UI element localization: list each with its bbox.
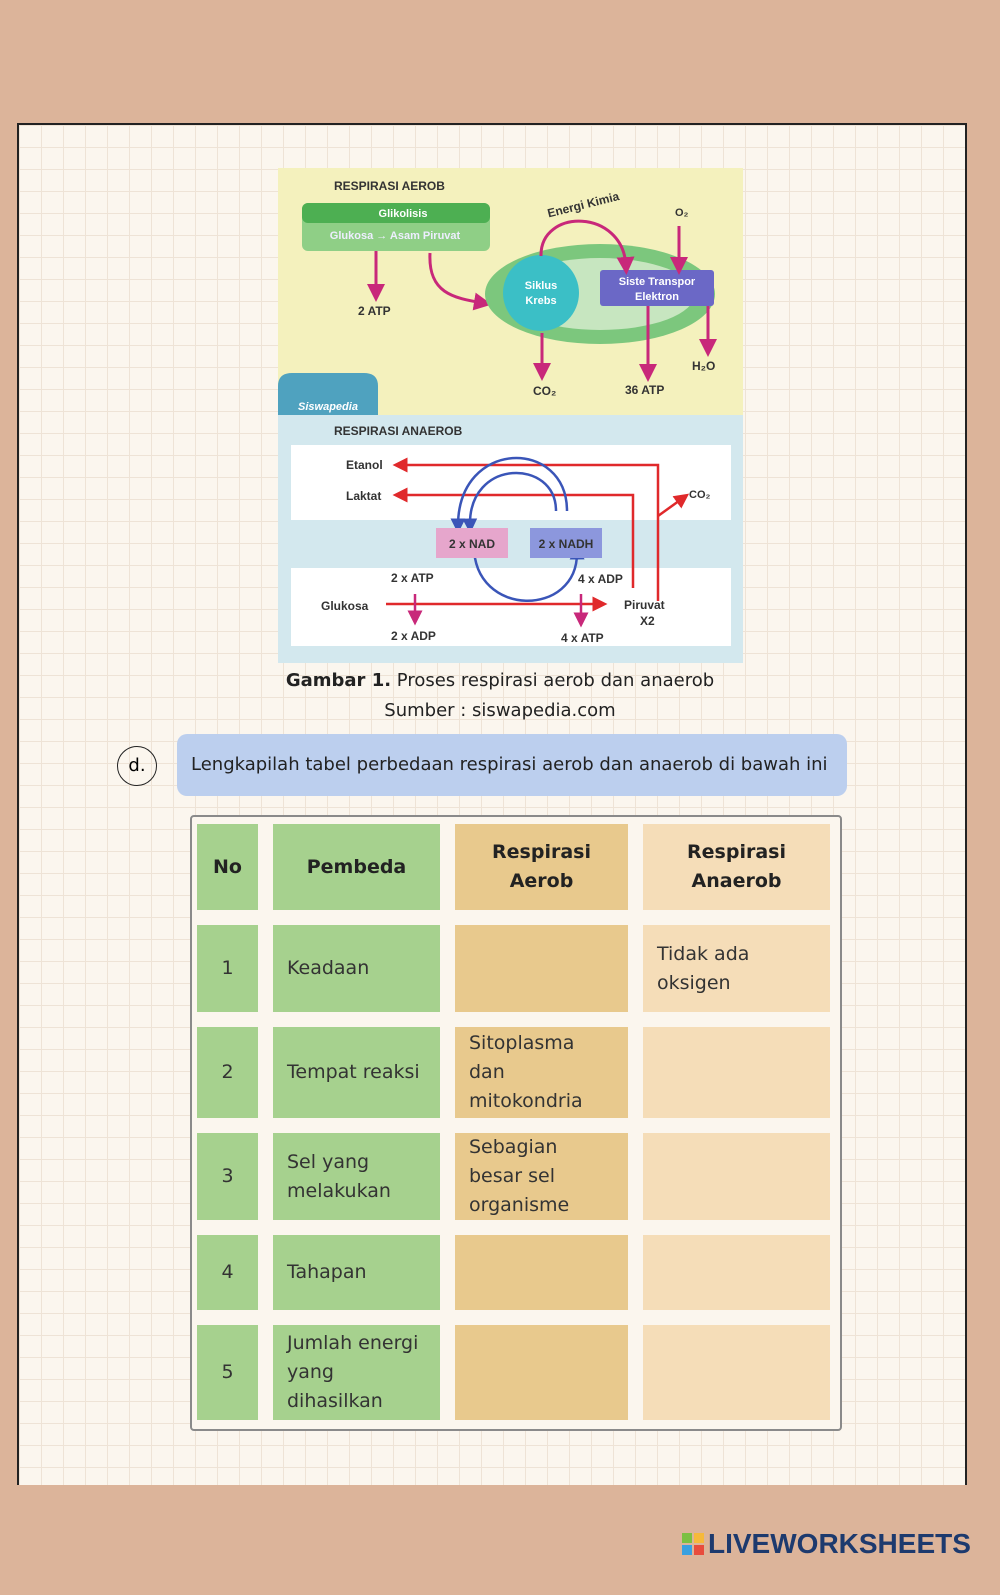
o2-label: O₂ [675, 207, 689, 219]
instruction-banner: Lengkapilah tabel perbedaan respirasi ae… [177, 734, 847, 796]
ste-label-2: Elektron [635, 291, 679, 303]
respiration-diagram: RESPIRASI AEROB Glikolisis Glukosa → Asa… [278, 168, 743, 663]
glukosa-label: Glukosa [321, 599, 369, 613]
cell-pembeda: Tahapan [273, 1235, 440, 1310]
co2-label: CO₂ [533, 384, 556, 398]
cell-anaerob[interactable] [643, 1027, 830, 1118]
cell-no: 4 [197, 1235, 258, 1310]
cell-aerob[interactable] [455, 925, 628, 1012]
anaerob-title: RESPIRASI ANAEROB [334, 424, 463, 438]
caption-text: Proses respirasi aerob dan anaerob [391, 670, 715, 691]
adp2x-label: 2 x ADP [391, 629, 436, 643]
header-no: No [197, 824, 258, 910]
ste-label-1: Siste Transpor [619, 276, 696, 288]
header-pembeda: Pembeda [273, 824, 440, 910]
cell-anaerob[interactable] [643, 1133, 830, 1220]
glikolisis-label: Glikolisis [379, 208, 428, 220]
cell-pembeda: Jumlah energi yang dihasilkan [273, 1325, 440, 1420]
liveworksheets-logo[interactable]: LIVEWORKSHEETS [682, 1528, 971, 1560]
cell-no: 2 [197, 1027, 258, 1118]
question-marker: d. [117, 746, 157, 786]
siklus-label: Siklus [525, 280, 557, 292]
header-aerob: Respirasi Aerob [455, 824, 628, 910]
header-anaerob: Respirasi Anaerob [643, 824, 830, 910]
logo-icon [682, 1533, 704, 1555]
atp2x-label: 2 x ATP [391, 571, 434, 585]
figure-caption: Gambar 1. Proses respirasi aerob dan ana… [0, 670, 1000, 691]
krebs-label: Krebs [525, 295, 556, 307]
laktat-label: Laktat [346, 489, 381, 503]
nad-label: 2 x NAD [449, 537, 495, 551]
cell-pembeda: Tempat reaksi [273, 1027, 440, 1118]
co2-anaerob-label: CO₂ [689, 489, 711, 501]
cell-no: 5 [197, 1325, 258, 1420]
cell-no: 3 [197, 1133, 258, 1220]
figure-source: Sumber : siswapedia.com [384, 700, 616, 721]
cell-aerob[interactable] [455, 1235, 628, 1310]
atp-label: 2 ATP [358, 304, 391, 318]
caption-bold: Gambar 1. [285, 670, 392, 691]
atp4x-label: 4 x ATP [561, 631, 604, 645]
cell-aerob[interactable]: Sitoplasma dan mitokondria [455, 1027, 628, 1118]
h2o-label: H₂O [692, 359, 715, 373]
cell-aerob[interactable]: Sebagian besar sel organisme [455, 1133, 628, 1220]
piruvat-label: Piruvat [624, 598, 665, 612]
cell-pembeda: Keadaan [273, 925, 440, 1012]
logo-text: LIVEWORKSHEETS [708, 1528, 971, 1559]
atp36-label: 36 ATP [625, 383, 664, 397]
adp4x-label: 4 x ADP [578, 572, 623, 586]
x2-label: X2 [640, 614, 655, 628]
nadh-label: 2 x NADH [539, 537, 594, 551]
cell-no: 1 [197, 925, 258, 1012]
cell-anaerob[interactable] [643, 1325, 830, 1420]
siswapedia-logo: Siswapedia [298, 401, 358, 413]
cell-pembeda: Sel yang melakukan [273, 1133, 440, 1220]
cell-anaerob[interactable] [643, 1235, 830, 1310]
aerob-title: RESPIRASI AEROB [334, 179, 445, 193]
cell-anaerob[interactable]: Tidak ada oksigen [643, 925, 830, 1012]
etanol-label: Etanol [346, 458, 383, 472]
cell-aerob[interactable] [455, 1325, 628, 1420]
glukosa-piruvat-label: Glukosa → Asam Piruvat [330, 230, 461, 242]
